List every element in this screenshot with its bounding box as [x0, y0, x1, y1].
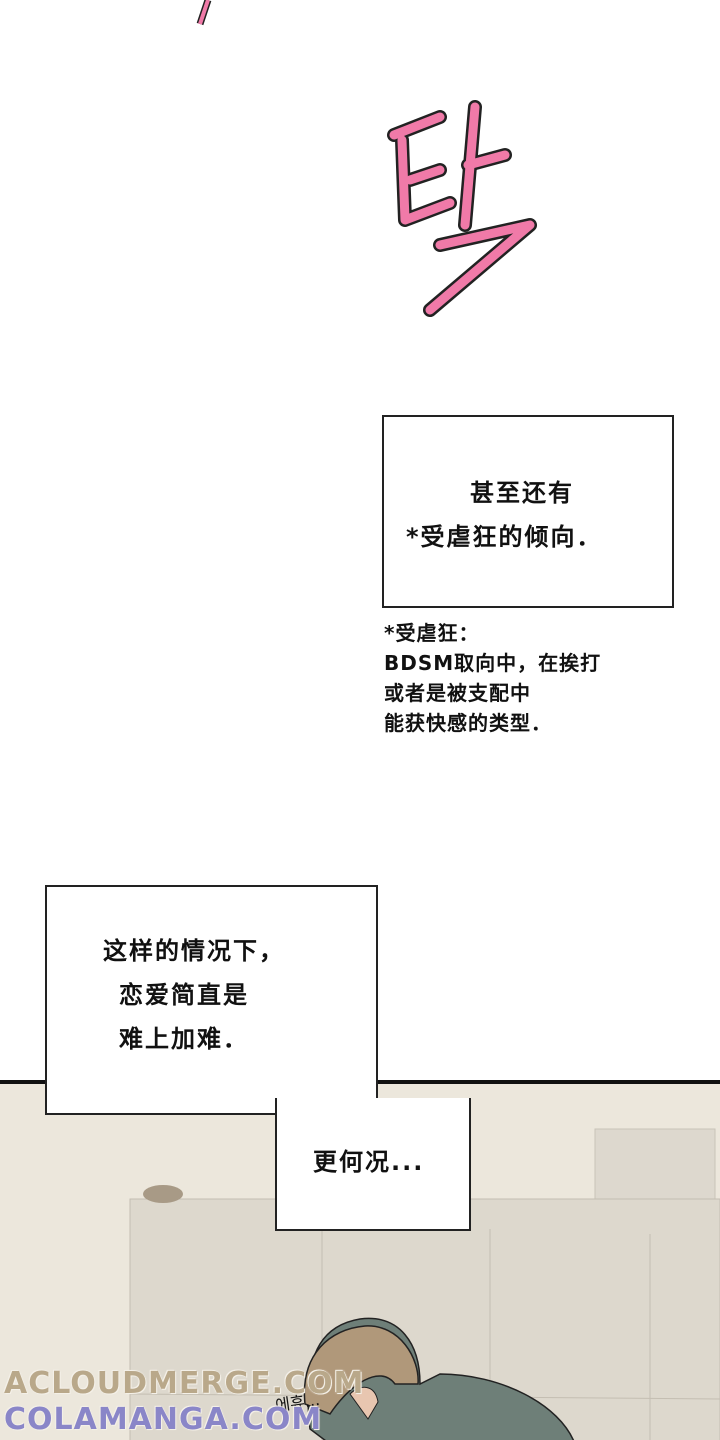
footnote-line-3: 或者是被支配中 [384, 681, 531, 705]
caption-1-line-1: 甚至还有 [470, 479, 574, 507]
caption-box-3: 更何况... [275, 1098, 471, 1231]
footnote: *受虐狂： BDSM取向中，在挨打 或者是被支配中 能获快感的类型． [384, 618, 601, 738]
caption-3-text: 更何况... [313, 1148, 425, 1176]
footnote-line-4: 能获快感的类型． [384, 711, 552, 735]
footnote-line-2: BDSM取向中，在挨打 [384, 651, 602, 675]
caption-2-line-3: 难上加难． [119, 1025, 249, 1053]
caption-box-1: 甚至还有 *受虐狂的倾向． [382, 415, 674, 608]
caption-join-mask [277, 1098, 377, 1118]
caption-1-line-2: *受虐狂的倾向． [406, 523, 603, 551]
footnote-line-1: *受虐狂： [384, 621, 480, 645]
sfx-stroke-fragment [196, 0, 212, 26]
caption-2-line-1: 这样的情况下， [103, 937, 285, 965]
caption-box-2: 这样的情况下， 恋爱简直是 难上加难． [45, 885, 378, 1115]
watermark-acloudmerge: ACLOUDMERGE.COM [4, 1366, 365, 1401]
caption-2-line-2: 恋爱简直是 [119, 981, 249, 1009]
sfx-tak-drawing [387, 100, 537, 317]
watermark-colamanga: COLAMANGA.COM [4, 1402, 323, 1437]
